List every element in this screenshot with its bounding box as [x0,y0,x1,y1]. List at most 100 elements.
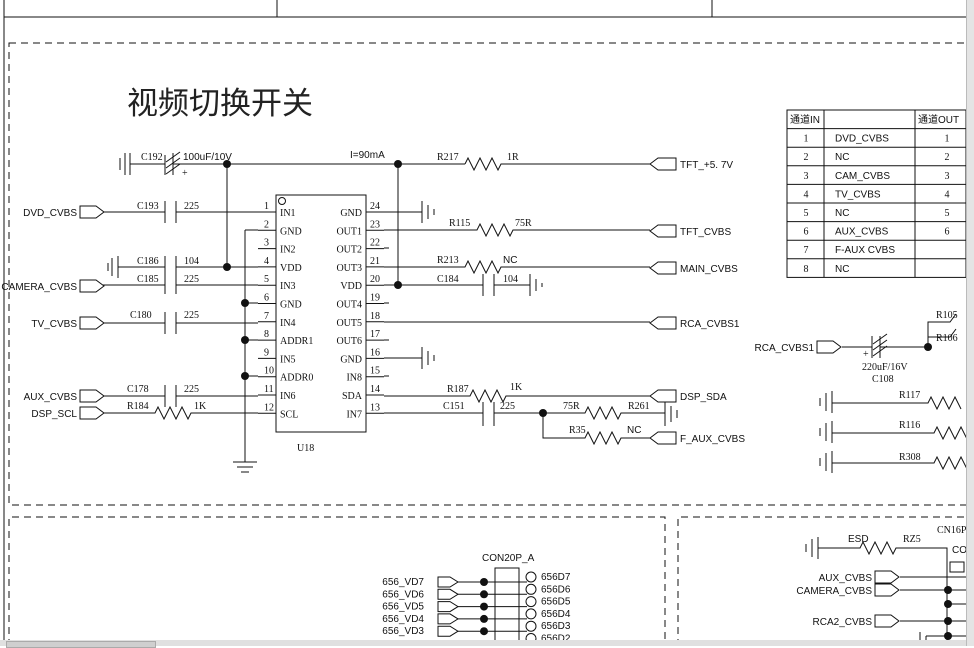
port-label: TFT_CVBS [680,227,731,238]
port-f-aux-cvbs [649,431,677,445]
pin-number: 8 [264,329,269,340]
rz5-ref: RZ5 [903,534,921,545]
pin-number: 21 [370,256,380,267]
junction-dot [480,627,488,636]
connector-cn16p [805,537,966,646]
c193-value: 225 [184,201,199,212]
c192-ref: C192 [141,152,163,163]
test-point-icon [525,571,537,583]
port-tv-cvbs [79,316,105,330]
table-cell-out: 4 [945,189,950,200]
r115-ref: R115 [449,218,470,229]
c178-value: 225 [184,384,199,395]
test-point-icon [525,583,537,595]
table-cell-in: 4 [804,189,809,200]
pin-name: IN4 [280,318,296,329]
pin-name: GND [280,300,302,311]
vertical-scrollbar[interactable] [966,0,974,646]
pin-number: 12 [264,402,274,413]
pin-name: ADDR0 [280,373,313,384]
table-cell-out: 3 [945,171,950,182]
pin-number: 15 [370,366,380,377]
r116-ref: R116 [899,420,920,431]
test-point-label: 656D2 [541,634,571,645]
pin-number: 4 [264,256,269,267]
port-rca-cvbs1 [649,316,677,330]
r308-ref: R308 [899,452,921,463]
page-title: 视频切换开关 [127,86,313,122]
pin-number: 11 [264,384,274,395]
test-point-label: 656D3 [541,621,571,632]
pin-number: 20 [370,274,380,285]
port-label: CAMERA_CVBS [1,282,77,293]
table-cell-out: 2 [945,152,950,163]
port-dsp-scl [79,406,105,420]
port-label: 656_VD3 [382,626,424,637]
junction-dot [480,578,488,586]
rz5-value: ESD [848,534,869,545]
pin-number: 22 [370,238,380,249]
port-label: MAIN_CVBS [680,264,738,275]
table-cell-in: 8 [804,264,809,275]
horizontal-scrollbar-thumb[interactable] [6,641,156,648]
table-cell-in: 2 [804,152,809,163]
pin-name: IN8 [346,373,362,384]
pin-name: OUT3 [336,263,362,274]
table-cell-signal: NC [835,152,849,163]
c180-value: 225 [184,310,199,321]
table-cell-signal: NC [835,208,849,219]
pin-name: OUT1 [336,226,362,237]
port-label: DSP_SCL [31,409,77,420]
test-point-label: 656D5 [541,597,571,608]
connector-con20p-a: 656_VD7656_VD6656_VD5656_VD4656_VD3656D7… [382,567,571,646]
table-cell-out: 1 [945,134,950,145]
port-label: TV_CVBS [31,319,77,330]
table-header: 通道OUT [918,113,959,126]
r187-ref: R187 [447,384,469,395]
rail-current-label: I=90mA [350,150,385,161]
port-label: RCA2_CVBS [813,617,873,628]
c108-value: 220uF/16V [862,362,908,373]
table-cell-in: 7 [804,245,809,256]
port-dsp-sda [649,389,677,403]
pin-name: IN7 [346,409,362,420]
port-label: AUX_CVBS [24,392,78,403]
pin-name: GND [340,354,362,365]
r117-ref: R117 [899,390,920,401]
c192-value: 100uF/10V [183,152,232,163]
port-tft-cvbs [649,224,677,238]
chip-pins: 1IN12GND3IN24VDD5IN36GND7IN48ADDR19IN510… [258,201,384,420]
con20p-a-ref: CON20P_A [482,553,535,564]
horizontal-scrollbar[interactable] [0,640,966,646]
pin-number: 18 [370,311,380,322]
r115-value: 75R [515,218,532,229]
port-label: 656_VD6 [382,589,424,600]
pin-name: OUT2 [336,245,362,256]
pin-name: VDD [280,263,302,274]
table-cell-signal: CAM_CVBS [835,171,890,182]
pin-name: IN3 [280,281,296,292]
junction-dot [480,602,488,611]
port-656-vd7 [437,576,459,588]
port-656-vd5 [437,601,459,613]
pin-number: 19 [370,293,380,304]
port-label: F_AUX_CVBS [680,434,745,445]
c193-ref: C193 [137,201,159,212]
pin-name: OUT4 [336,300,362,311]
c185-value: 225 [184,274,199,285]
c151-value: 225 [500,401,515,412]
table-cell-in: 1 [804,134,809,145]
pin-name: IN2 [280,245,296,256]
pin-number: 5 [264,274,269,285]
power-rail [119,151,650,289]
c192-plus: + [182,168,188,179]
r35-ref: R35 [569,425,586,436]
port-label: TFT_+5. 7V [680,160,733,171]
cn16p-sub: CON [952,545,974,556]
pin-name: SDA [342,391,363,402]
pin-name: IN1 [280,208,296,219]
pin-number: 24 [370,201,380,212]
port-label: CAMERA_CVBS [796,586,872,597]
chip-ref: U18 [297,443,314,454]
